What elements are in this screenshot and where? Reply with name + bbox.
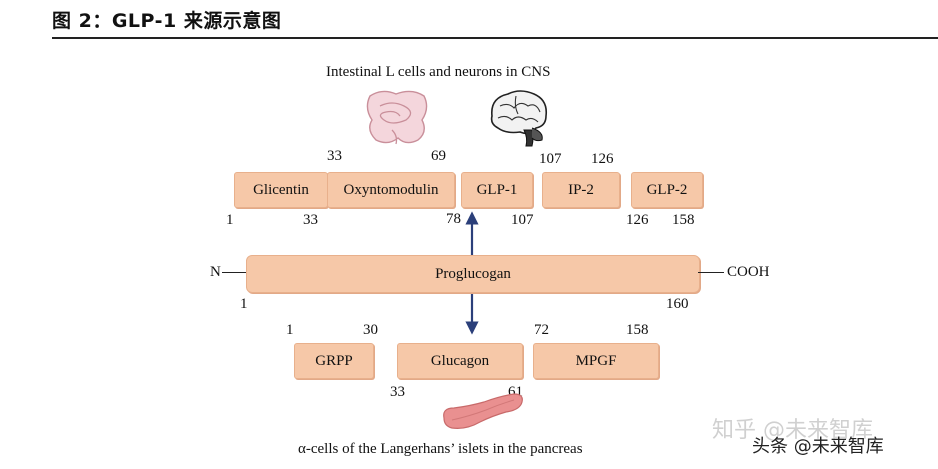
glucagon-box: Glucagon (397, 343, 523, 379)
main-start-number: 1 (240, 296, 248, 312)
n-terminal-line (222, 272, 246, 273)
top-number: 158 (672, 212, 695, 228)
top-number: 107 (539, 151, 562, 167)
grpp-box: GRPP (294, 343, 374, 379)
ip2-box: IP-2 (542, 172, 620, 208)
top-number: 1 (226, 212, 234, 228)
bottom-caption: α-cells of the Langerhans’ islets in the… (298, 441, 583, 457)
mpgf-box: MPGF (533, 343, 659, 379)
zhihu-watermark: 知乎 @未来智库 (712, 418, 873, 443)
double-arrow (465, 211, 479, 335)
toutiao-watermark: 头条 @未来智库 (752, 436, 884, 457)
glicentin-box: Glicentin (234, 172, 328, 208)
top-number: 126 (626, 212, 649, 228)
bottom-number: 33 (390, 384, 405, 400)
figure-title: 图 2：GLP-1 来源示意图 (52, 10, 282, 32)
c-terminal-line (698, 272, 724, 273)
bottom-number: 30 (363, 322, 378, 338)
oxyntomodulin-box: Oxyntomodulin (327, 172, 455, 208)
intestine-icon (366, 90, 428, 145)
top-caption: Intestinal L cells and neurons in CNS (326, 64, 551, 80)
proglucogan-bar: Proglucogan (246, 255, 700, 293)
glp2-box: GLP-2 (631, 172, 703, 208)
top-number: 107 (511, 212, 534, 228)
bottom-number: 1 (286, 322, 294, 338)
top-number: 33 (303, 212, 318, 228)
top-number: 126 (591, 151, 614, 167)
main-end-number: 160 (666, 296, 689, 312)
top-number: 33 (327, 148, 342, 164)
pancreas-icon (443, 393, 523, 429)
glp1-box: GLP-1 (461, 172, 533, 208)
title-rule (52, 37, 938, 39)
brain-icon (490, 90, 548, 147)
bottom-number: 72 (534, 322, 549, 338)
n-terminal-label: N (210, 264, 221, 280)
bottom-number: 158 (626, 322, 649, 338)
c-terminal-label: COOH (727, 264, 770, 280)
top-number: 69 (431, 148, 446, 164)
top-number: 78 (446, 211, 461, 227)
